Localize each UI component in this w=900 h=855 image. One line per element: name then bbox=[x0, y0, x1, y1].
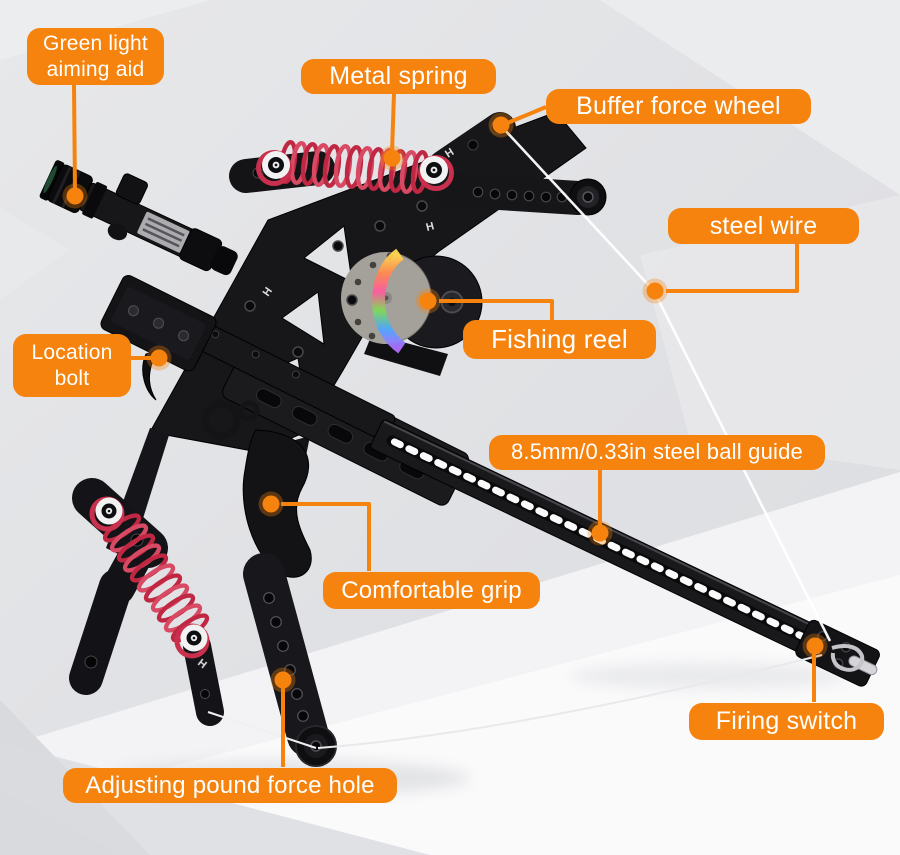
dot-firing-switch bbox=[802, 633, 828, 659]
callout-connectors bbox=[72, 84, 816, 767]
spring-wheel-left bbox=[256, 150, 292, 186]
metal-spring-bottom bbox=[102, 513, 210, 643]
callout-buffer-force-wheel: Buffer force wheel bbox=[546, 89, 811, 124]
callout-location-bolt: Location bolt bbox=[13, 334, 131, 397]
pulley-wheel bbox=[569, 178, 607, 216]
bottom-limb-assembly bbox=[69, 478, 337, 767]
callout-green-light-aiming-aid: Green light aiming aid bbox=[27, 28, 164, 85]
spring-wheel-bottom-lower bbox=[174, 623, 210, 659]
spring-wheel-bottom-upper bbox=[89, 496, 125, 532]
callout-fishing-reel: Fishing reel bbox=[463, 320, 656, 359]
callout-steel-wire: steel wire bbox=[668, 208, 859, 244]
dot-green-light-aiming-aid bbox=[62, 183, 88, 209]
trigger-guard bbox=[201, 400, 241, 440]
dot-metal-spring bbox=[379, 145, 405, 171]
dot-fishing-reel bbox=[415, 288, 441, 314]
rope-hook bbox=[830, 644, 865, 672]
reel-mount bbox=[364, 334, 448, 376]
callout-dots bbox=[62, 112, 828, 693]
callout-adjusting-pound-force-hole: Adjusting pound force hole bbox=[63, 768, 397, 803]
dot-location-bolt bbox=[146, 345, 172, 371]
frame-bolts bbox=[244, 200, 428, 358]
dot-steel-wire bbox=[642, 278, 668, 304]
sight-mount bbox=[100, 275, 217, 372]
metal-spring-top bbox=[278, 140, 430, 194]
dot-buffer-force-wheel bbox=[488, 112, 514, 138]
callout-firing-switch: Firing switch bbox=[689, 703, 884, 740]
svg-text:H: H bbox=[425, 220, 436, 234]
dot-adjusting-pound-force-hole bbox=[270, 667, 296, 693]
dot-steel-ball-guide bbox=[587, 520, 613, 546]
holographic-band bbox=[372, 248, 407, 354]
trigger bbox=[142, 349, 160, 401]
spring-wheel-right bbox=[418, 155, 454, 191]
callout-steel-ball-guide: 8.5mm/0.33in steel ball guide bbox=[489, 435, 825, 470]
fishing-reel bbox=[341, 248, 483, 354]
guard-ringlet bbox=[238, 400, 260, 422]
dot-comfortable-grip bbox=[258, 491, 284, 517]
callout-comfortable-grip: Comfortable grip bbox=[323, 572, 540, 609]
green-light-sight bbox=[39, 160, 238, 276]
callout-metal-spring: Metal spring bbox=[301, 59, 496, 94]
